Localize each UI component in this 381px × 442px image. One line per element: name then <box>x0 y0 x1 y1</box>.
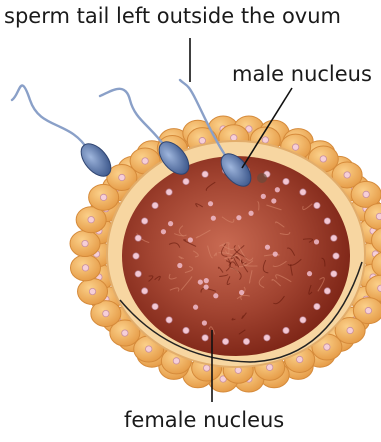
follicle-cell <box>70 255 100 281</box>
sperm-tail <box>12 85 88 150</box>
granule <box>300 189 306 195</box>
granule <box>204 278 209 283</box>
granule <box>333 253 339 259</box>
granule <box>193 305 198 310</box>
granule <box>202 335 208 341</box>
granule <box>236 215 241 220</box>
granule <box>188 237 193 242</box>
granule <box>133 253 139 259</box>
granule <box>307 271 312 276</box>
granule <box>331 271 337 277</box>
granule <box>213 293 218 298</box>
female-nucleus-label: female nucleus <box>124 410 284 431</box>
follicle-cell <box>78 279 108 305</box>
granule <box>324 288 330 294</box>
granule <box>211 216 216 221</box>
granule <box>283 178 289 184</box>
granule <box>271 198 276 203</box>
granule <box>141 288 147 294</box>
granule <box>135 235 141 241</box>
granule <box>283 327 289 333</box>
sperm-tail <box>100 89 166 148</box>
granule <box>152 303 158 309</box>
sperm-tail-label: sperm tail left outside the ovum <box>4 6 341 27</box>
granule <box>314 202 320 208</box>
follicle-cell <box>70 231 100 257</box>
granule <box>243 338 249 344</box>
granule <box>135 271 141 277</box>
granule <box>264 335 270 341</box>
granule <box>222 338 228 344</box>
granule <box>331 235 337 241</box>
sperm <box>12 85 117 181</box>
granule <box>202 171 208 177</box>
male-nucleus-label: male nucleus <box>232 64 372 85</box>
granule <box>248 211 253 216</box>
granule <box>314 239 319 244</box>
granule <box>239 290 244 295</box>
granule <box>202 320 207 325</box>
granule <box>273 252 278 257</box>
granule <box>275 187 280 192</box>
granule <box>261 194 266 199</box>
granule <box>166 189 172 195</box>
granule <box>166 317 172 323</box>
granule <box>324 218 330 224</box>
granule <box>152 202 158 208</box>
granule <box>204 284 209 289</box>
granule <box>300 317 306 323</box>
granule <box>177 263 182 268</box>
granule <box>183 178 189 184</box>
granule <box>141 218 147 224</box>
granule <box>265 245 270 250</box>
granule <box>314 303 320 309</box>
male-nucleus-marker <box>257 173 267 183</box>
granule <box>168 221 173 226</box>
granule <box>198 279 203 284</box>
granule <box>161 229 166 234</box>
granule <box>208 201 213 206</box>
granule <box>183 327 189 333</box>
